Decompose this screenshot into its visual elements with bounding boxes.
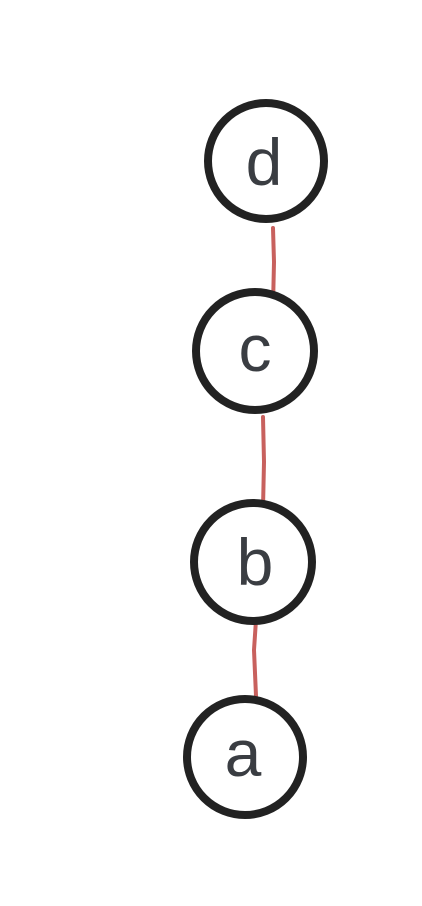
node-a-circle	[183, 695, 307, 819]
node-d: d	[204, 99, 328, 223]
edge-c-b	[261, 415, 266, 510]
node-d-label: d	[246, 125, 283, 199]
node-d-circle	[204, 99, 328, 223]
node-b: b	[190, 499, 316, 625]
node-a-label: a	[225, 716, 262, 790]
node-a: a	[183, 695, 307, 819]
node-c-circle	[192, 288, 318, 414]
node-b-circle	[190, 499, 316, 625]
edge-b-a	[252, 618, 258, 698]
node-b-label: b	[237, 525, 274, 599]
node-c-label: c	[239, 311, 272, 385]
node-c: c	[192, 288, 318, 414]
